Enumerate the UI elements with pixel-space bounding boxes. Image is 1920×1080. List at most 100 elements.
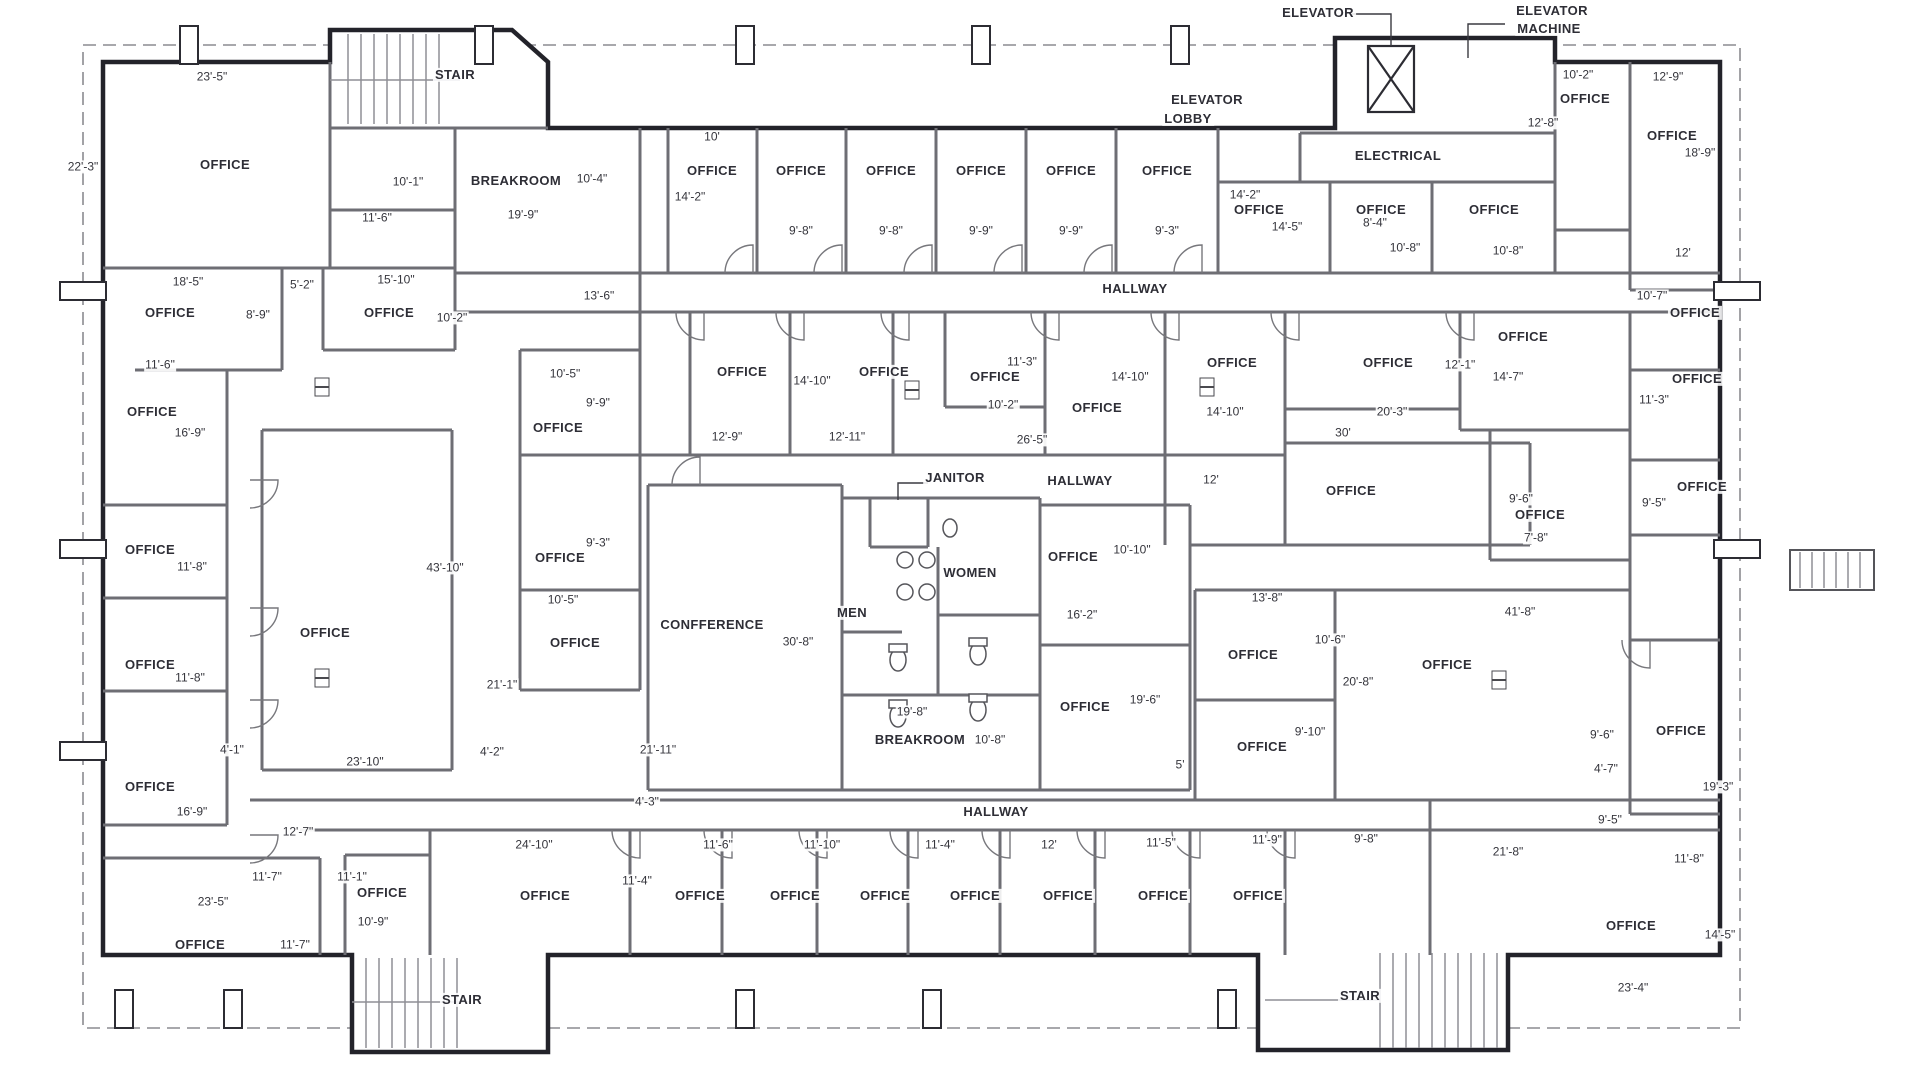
dimension-label: 19'-9" xyxy=(506,207,540,222)
dimension-label: 5' xyxy=(1174,757,1186,772)
room-label: OFFICE xyxy=(1512,506,1568,523)
room-label: OFFICE xyxy=(1674,478,1730,495)
room-label: JANITOR xyxy=(923,469,987,486)
dimension-label: 23'-4" xyxy=(1616,980,1650,995)
room-label: OFFICE xyxy=(1653,722,1709,739)
dimension-label: 41'-8" xyxy=(1503,604,1537,619)
dimension-label: 30' xyxy=(1334,425,1352,440)
room-label: OFFICE xyxy=(1466,201,1522,218)
dimension-label: 4'-3" xyxy=(634,794,660,809)
dimension-label: 9'-3" xyxy=(585,535,611,550)
dimension-label: 9'-6" xyxy=(1508,491,1534,506)
room-label: OFFICE xyxy=(517,887,573,904)
dimension-label: 14'-5" xyxy=(1703,927,1737,942)
exterior-wall xyxy=(100,27,1723,1055)
dimension-label: 16'-9" xyxy=(175,804,209,819)
dimension-label: 14'-10" xyxy=(1110,369,1150,384)
dimension-label: 9'-5" xyxy=(1597,812,1623,827)
room-label: OFFICE xyxy=(122,778,178,795)
room-label: OFFICE xyxy=(1557,90,1613,107)
dimension-label: 10'-5" xyxy=(546,592,580,607)
overhang-dashed-border xyxy=(82,44,1741,1029)
dimension-label: 10'-1" xyxy=(391,174,425,189)
dimension-label: 10'-8" xyxy=(973,732,1007,747)
dimension-label: 9'-10" xyxy=(1293,724,1327,739)
dimension-label: 10'-9" xyxy=(356,914,390,929)
dimension-label: 10'-10" xyxy=(1112,542,1152,557)
dimension-label: 4'-1" xyxy=(219,742,245,757)
dimension-label: 14'-7" xyxy=(1491,369,1525,384)
dimension-label: 11'-4" xyxy=(621,873,653,888)
dimension-label: 10'-4" xyxy=(575,171,609,186)
dimension-label: 11'-9" xyxy=(1251,832,1283,847)
room-label: LOBBY xyxy=(1162,110,1214,127)
room-label: STAIR xyxy=(432,66,478,83)
dimension-label: 18'-9" xyxy=(1683,145,1717,160)
room-label: OFFICE xyxy=(767,887,823,904)
room-label: OFFICE xyxy=(672,887,728,904)
room-label: HALLWAY xyxy=(961,803,1031,820)
room-label: OFFICE xyxy=(1234,738,1290,755)
dimension-label: 11'-8" xyxy=(1673,851,1705,866)
thermostat-icon xyxy=(1491,670,1507,690)
dimension-label: 9'-9" xyxy=(585,395,611,410)
room-label: OFFICE xyxy=(863,162,919,179)
room-label: OFFICE xyxy=(684,162,740,179)
dimension-label: 22'-3" xyxy=(66,159,100,174)
room-label: OFFICE xyxy=(1135,887,1191,904)
room-label: OFFICE xyxy=(953,162,1009,179)
dimension-label: 9'-8" xyxy=(878,223,904,238)
room-label: OFFICE xyxy=(1139,162,1195,179)
dimension-label: 14'-2" xyxy=(1228,187,1262,202)
dimension-label: 4'-2" xyxy=(479,744,505,759)
room-label: OFFICE xyxy=(714,363,770,380)
dimension-label: 13'-8" xyxy=(1250,590,1284,605)
dimension-label: 16'-9" xyxy=(173,425,207,440)
thermostat-icon xyxy=(1199,377,1215,397)
dimension-label: 26'-5" xyxy=(1015,432,1049,447)
dimension-label: 11'-10" xyxy=(802,837,842,852)
dimension-label: 21'-1" xyxy=(485,677,519,692)
dimension-label: 20'-3" xyxy=(1375,404,1409,419)
room-label: OFFICE xyxy=(1045,548,1101,565)
room-label: OFFICE xyxy=(773,162,829,179)
room-label: WOMEN xyxy=(941,564,999,581)
room-label: ELEVATOR xyxy=(1280,4,1356,21)
room-label: OFFICE xyxy=(297,624,353,641)
dimension-label: 11'-8" xyxy=(176,559,208,574)
dimension-label: 16'-2" xyxy=(1065,607,1099,622)
dimension-label: 23'-10" xyxy=(345,754,385,769)
room-label: OFFICE xyxy=(122,541,178,558)
dimension-label: 9'-5" xyxy=(1641,495,1667,510)
room-label: MEN xyxy=(834,604,870,621)
dimension-label: 10'-2" xyxy=(1561,67,1595,82)
room-label: OFFICE xyxy=(124,403,180,420)
room-label: OFFICE xyxy=(1069,399,1125,416)
dimension-label: 12'-11" xyxy=(827,429,867,444)
dimension-label: 4'-7" xyxy=(1593,761,1619,776)
thermostat-icon xyxy=(314,668,330,688)
room-label: OFFICE xyxy=(1230,887,1286,904)
dimension-label: 7'-8" xyxy=(1523,530,1549,545)
room-label: CONFFERENCE xyxy=(658,616,766,633)
room-label: OFFICE xyxy=(142,304,198,321)
dimension-label: 11'-3" xyxy=(1006,354,1038,369)
dimension-label: 20'-8" xyxy=(1341,674,1375,689)
room-label: OFFICE xyxy=(122,656,178,673)
dimension-label: 5'-2" xyxy=(289,277,315,292)
dimension-label: 14'-10" xyxy=(792,373,832,388)
structural-columns xyxy=(59,25,1761,1029)
dimension-label: 12' xyxy=(1674,245,1692,260)
room-label: OFFICE xyxy=(1043,162,1099,179)
dimension-label: 30'-8" xyxy=(781,634,815,649)
room-label: OFFICE xyxy=(1669,370,1725,387)
room-label: OFFICE xyxy=(530,419,586,436)
dimension-label: 11'-4" xyxy=(924,837,956,852)
dimension-label: 12'-1" xyxy=(1443,357,1477,372)
dimension-label: 12'-7" xyxy=(281,824,315,839)
dimension-label: 9'-9" xyxy=(1058,223,1084,238)
room-label: OFFICE xyxy=(1495,328,1551,345)
room-label: OFFICE xyxy=(354,884,410,901)
dimension-label: 12' xyxy=(1202,472,1220,487)
